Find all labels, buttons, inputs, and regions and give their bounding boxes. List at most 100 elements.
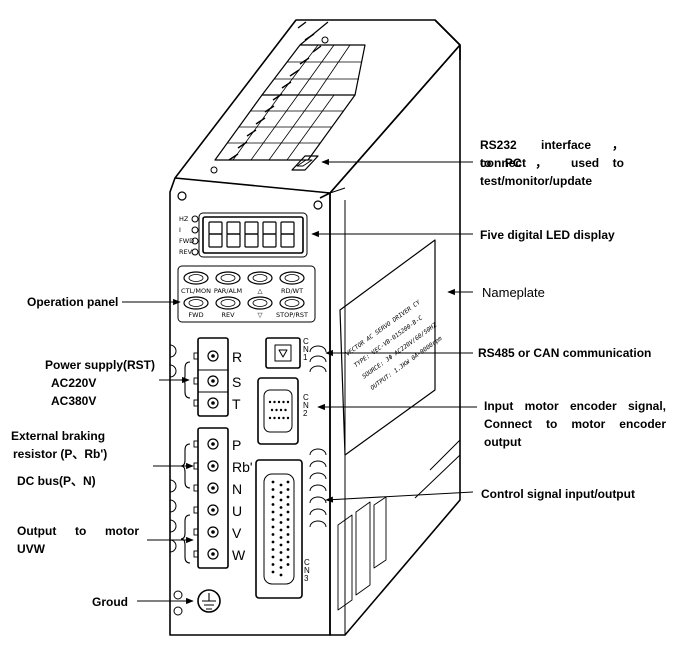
nameplate-text: VECTOR AC SERVO DRIVER CY TYPE: VEC-VB-0… bbox=[345, 299, 444, 392]
keypad-button[interactable]: CTL/MON bbox=[181, 271, 211, 295]
cn3-pin bbox=[286, 518, 290, 521]
led-indicator-label: I bbox=[179, 226, 181, 234]
led-digit bbox=[262, 221, 277, 248]
motor-terminal-letter: W bbox=[232, 547, 246, 563]
motor-terminal-letter: P bbox=[232, 437, 241, 453]
label-power-line1: Power supply(RST) bbox=[45, 358, 156, 372]
connector-pins bbox=[268, 400, 290, 577]
led-digit bbox=[226, 221, 241, 248]
cn2-pin bbox=[282, 416, 285, 420]
keypad-button[interactable]: ▽ bbox=[247, 296, 273, 319]
heatsink-fins bbox=[228, 21, 322, 161]
label-encoder-line2: Connect to motor encoder bbox=[484, 417, 666, 431]
cn1-label-n: N bbox=[303, 345, 309, 354]
terminal-screw bbox=[193, 460, 219, 472]
terminal-screw bbox=[193, 350, 219, 362]
label-rs232-line2: to PC ， used to bbox=[480, 156, 624, 170]
rs232-port bbox=[291, 155, 319, 171]
keypad-button[interactable]: PAR/ALM bbox=[214, 271, 242, 295]
label-braking-line2: resistor (P、Rb') bbox=[13, 447, 108, 461]
led-digit bbox=[208, 221, 223, 248]
label-nameplate: Nameplate bbox=[482, 285, 545, 300]
label-operation-panel: Operation panel bbox=[27, 295, 119, 309]
keypad-button-label: RD/WT bbox=[281, 287, 303, 295]
cn3-pin bbox=[271, 503, 275, 506]
keypad-button-label: ▽ bbox=[258, 311, 263, 319]
label-output-line1: Output to motor bbox=[17, 524, 139, 538]
cn3-pin bbox=[271, 548, 275, 551]
cn3-pin bbox=[286, 510, 290, 514]
cn3-pin bbox=[286, 488, 290, 491]
cn3-pin bbox=[279, 498, 283, 502]
keypad-button-label: STOP/RST bbox=[276, 311, 308, 319]
cn3-pin bbox=[271, 533, 275, 536]
led-indicator: HZ bbox=[179, 215, 199, 223]
cn2-label-n: N bbox=[303, 401, 309, 410]
cn3-pin bbox=[286, 525, 290, 529]
power-terminal-letter: R bbox=[232, 349, 242, 365]
keypad-button[interactable]: △ bbox=[247, 271, 273, 295]
led-digit bbox=[244, 221, 259, 248]
cn3-pin bbox=[271, 555, 275, 559]
motor-terminal-letter: U bbox=[232, 503, 242, 519]
cn3-pin bbox=[286, 495, 290, 499]
led-indicator: FWD bbox=[179, 237, 199, 245]
heatsink-grid bbox=[214, 94, 356, 161]
cn2-label-c: C bbox=[303, 393, 309, 402]
leader-lines bbox=[122, 158, 477, 605]
power-terminal-block bbox=[197, 337, 229, 417]
cn3-pin bbox=[271, 518, 275, 521]
cn3-pin bbox=[279, 558, 283, 562]
power-terminal-letter: S bbox=[232, 374, 241, 390]
led-digits bbox=[208, 221, 295, 248]
cn2-pin bbox=[273, 416, 276, 420]
label-power-line2: AC220V bbox=[51, 376, 97, 390]
left-vents bbox=[169, 344, 183, 616]
cn3-pin bbox=[279, 528, 283, 532]
cn1-label-1: 1 bbox=[303, 353, 308, 362]
label-power-line3: AC380V bbox=[51, 394, 97, 408]
label-dc-bus: DC bus(P、N) bbox=[17, 474, 96, 488]
keypad-button[interactable]: REV bbox=[215, 296, 241, 319]
keypad bbox=[177, 265, 316, 323]
cn3-label-c: C bbox=[304, 558, 310, 567]
keypad-button[interactable]: FWD bbox=[183, 296, 209, 319]
cn3-pin bbox=[279, 551, 283, 554]
label-led-display: Five digital LED display bbox=[480, 228, 615, 242]
cn3-pin bbox=[279, 536, 283, 539]
cn3-pin bbox=[286, 480, 290, 484]
cn3-label-n: N bbox=[304, 566, 310, 575]
motor-terminal-letter: V bbox=[232, 525, 242, 541]
keypad-button-label: △ bbox=[258, 287, 263, 295]
cn3-pin bbox=[279, 513, 283, 517]
label-ground: Groud bbox=[92, 595, 128, 609]
cn2-pin bbox=[284, 408, 287, 412]
cn3-pin bbox=[279, 491, 283, 494]
terminal-screw bbox=[193, 526, 219, 538]
cn2-pin bbox=[277, 400, 281, 404]
cn2-label-2: 2 bbox=[303, 409, 308, 418]
cn3-pin bbox=[286, 563, 290, 566]
cn3-pin bbox=[279, 506, 283, 509]
cn3-pin bbox=[271, 525, 275, 529]
label-braking-line1: External braking bbox=[11, 429, 106, 443]
cn3-pin bbox=[271, 570, 275, 574]
cn3-pin bbox=[286, 533, 290, 536]
keypad-button[interactable]: STOP/RST bbox=[276, 296, 308, 319]
cn2-pin bbox=[279, 408, 283, 412]
cn3-pin bbox=[271, 540, 275, 544]
heatsink-top bbox=[174, 19, 461, 199]
cn3-pin bbox=[271, 563, 275, 566]
terminal-screw bbox=[193, 375, 219, 387]
cn3-pin bbox=[286, 555, 290, 559]
cn2-pin bbox=[282, 400, 285, 404]
cn2-pin bbox=[270, 408, 274, 412]
cn3-pin bbox=[286, 548, 290, 551]
cn3-pin bbox=[271, 488, 275, 491]
keypad-button[interactable]: RD/WT bbox=[279, 271, 305, 295]
cn3-pin bbox=[286, 540, 290, 544]
motor-terminal-letter: Rb' bbox=[232, 459, 253, 475]
cn1-connector bbox=[265, 337, 301, 369]
